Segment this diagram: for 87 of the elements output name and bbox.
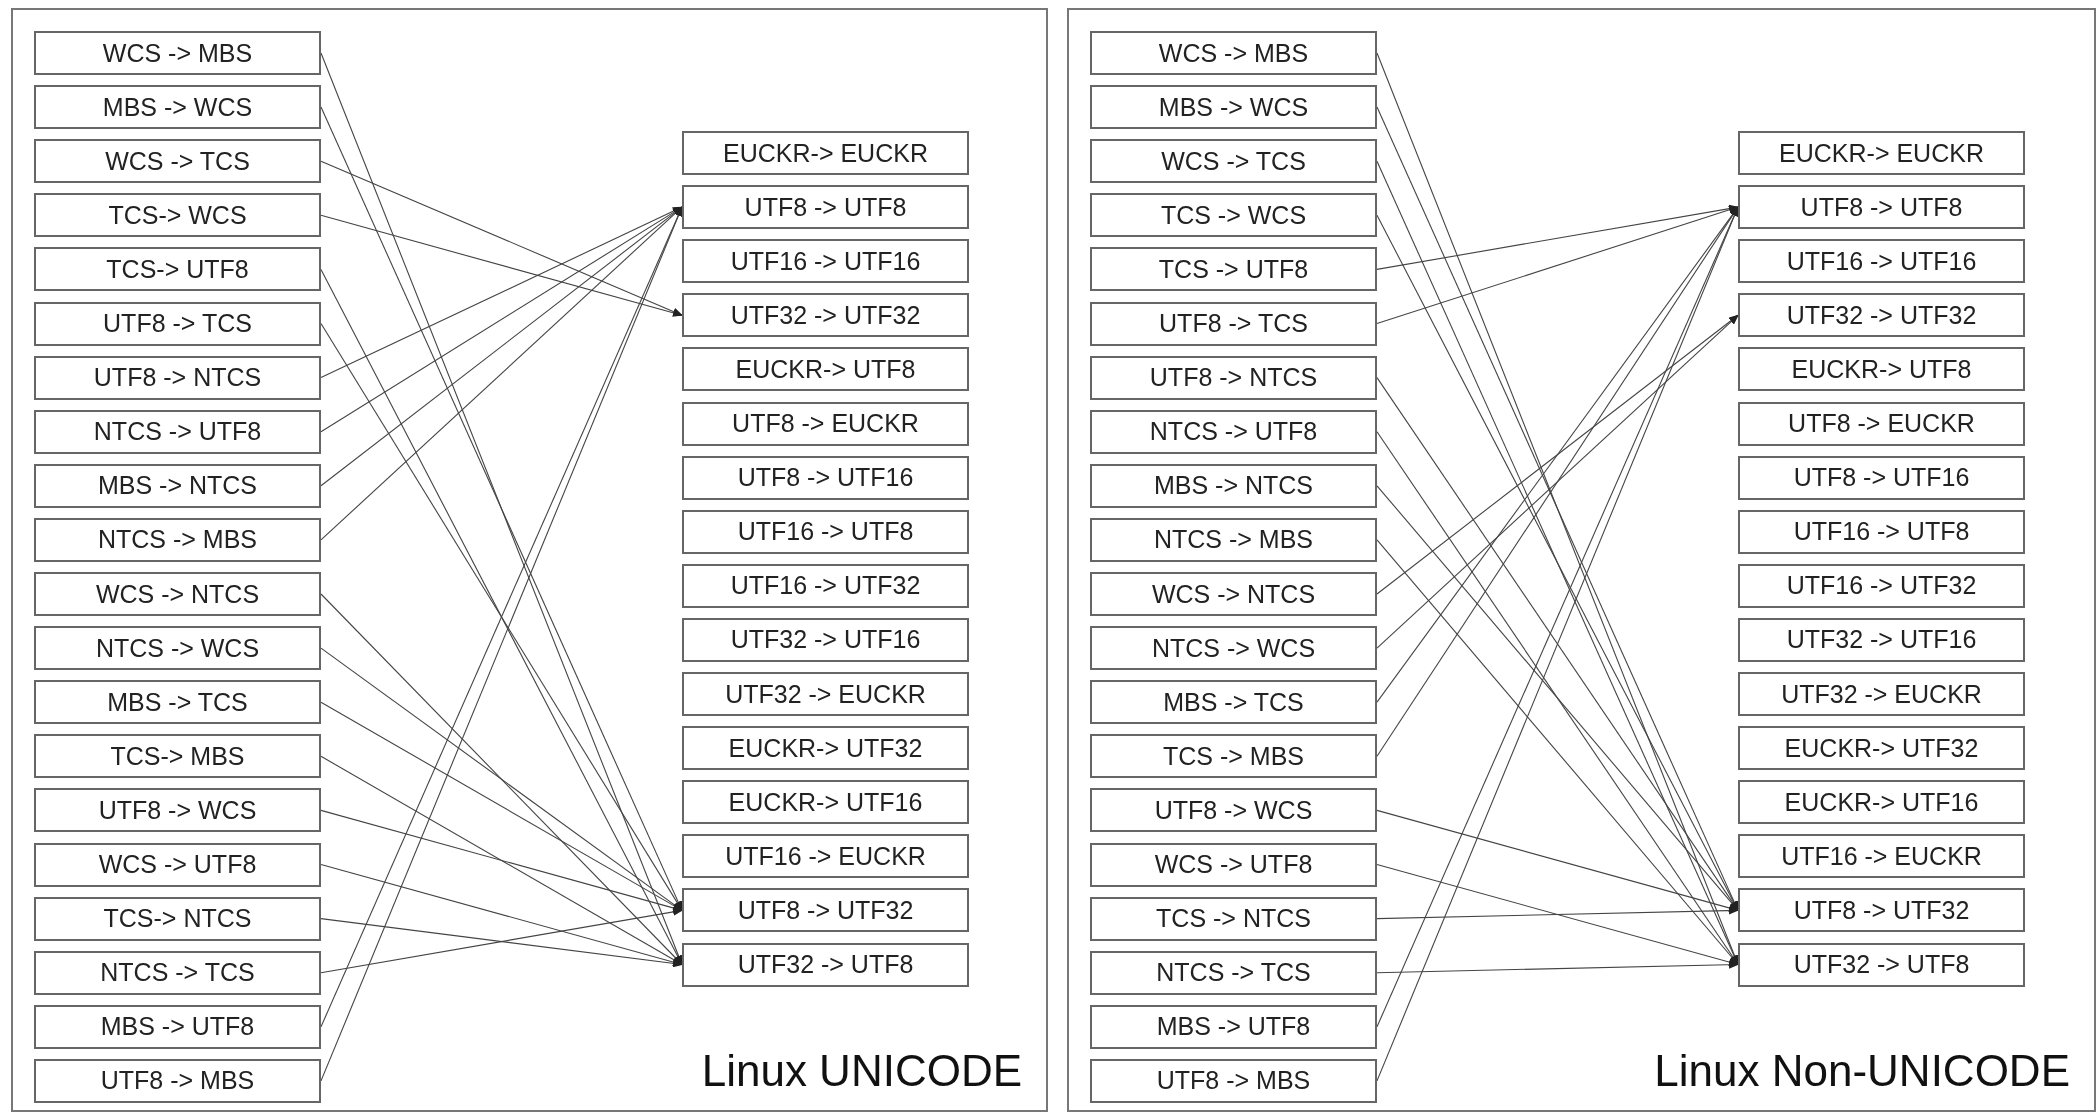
conversion-box: MBS -> UTF8	[1090, 1004, 1377, 1049]
conversion-box: UTF8 -> TCS	[1090, 301, 1377, 346]
conversion-box: WCS -> TCS	[34, 139, 321, 184]
conversion-box: UTF8 -> NTCS	[34, 355, 321, 400]
conversion-box: EUCKR-> UTF16	[1738, 780, 2025, 825]
conversion-box: UTF8 -> UTF8	[1738, 185, 2025, 230]
conversion-box: UTF8 -> NTCS	[1090, 355, 1377, 400]
arrow	[1376, 314, 1739, 649]
conversion-box: EUCKR-> UTF32	[1738, 726, 2025, 771]
arrow	[320, 160, 683, 316]
conversion-box: TCS-> MBS	[34, 734, 321, 779]
conversion-box: TCS -> WCS	[1090, 193, 1377, 238]
panel-title: Linux Non-UNICODE	[1654, 1046, 2070, 1096]
conversion-box: UTF32 -> UTF8	[682, 942, 969, 987]
conversion-box: UTF8 -> UTF32	[682, 888, 969, 933]
conversion-box: NTCS -> WCS	[1090, 626, 1377, 671]
conversion-box: MBS -> UTF8	[34, 1004, 321, 1049]
panel-title: Linux UNICODE	[701, 1046, 1022, 1096]
conversion-box: NTCS -> TCS	[34, 950, 321, 995]
conversion-box: NTCS -> UTF8	[1090, 409, 1377, 454]
conversion-box: TCS -> MBS	[1090, 734, 1377, 779]
conversion-box: UTF8 -> UTF16	[1738, 455, 2025, 500]
arrow	[1376, 960, 1739, 974]
conversion-box: UTF32 -> EUCKR	[682, 672, 969, 716]
conversion-box: UTF16 -> UTF8	[682, 509, 969, 554]
conversion-box: UTF8 -> MBS	[1090, 1058, 1377, 1103]
conversion-box: EUCKR-> UTF16	[682, 780, 969, 825]
conversion-box: NTCS -> UTF8	[34, 409, 321, 454]
conversion-box: UTF8 -> MBS	[34, 1058, 321, 1103]
conversion-box: EUCKR-> UTF8	[1738, 347, 2025, 392]
conversion-box: NTCS -> WCS	[34, 626, 321, 671]
conversion-box: TCS -> NTCS	[1090, 896, 1377, 941]
conversion-box: UTF16 -> UTF32	[682, 563, 969, 608]
conversion-box: UTF8 -> UTF16	[682, 455, 969, 500]
conversion-box: TCS-> NTCS	[34, 896, 321, 941]
arrow	[1376, 906, 1739, 920]
conversion-box: WCS -> TCS	[1090, 139, 1377, 184]
conversion-box: EUCKR-> UTF32	[682, 726, 969, 771]
conversion-box: UTF32 -> UTF32	[682, 293, 969, 338]
conversion-box: UTF32 -> EUCKR	[1738, 672, 2025, 716]
conversion-box: MBS -> TCS	[1090, 680, 1377, 725]
conversion-box: MBS -> NTCS	[34, 463, 321, 508]
arrow	[1376, 206, 1739, 325]
conversion-box: WCS -> UTF8	[1090, 842, 1377, 887]
conversion-box: UTF8 -> WCS	[34, 788, 321, 833]
arrow	[1376, 863, 1739, 966]
conversion-box: UTF16 -> UTF16	[1738, 239, 2025, 284]
conversion-box: TCS -> UTF8	[1090, 247, 1377, 292]
conversion-box: UTF8 -> EUCKR	[682, 401, 969, 446]
conversion-box: UTF32 -> UTF16	[1738, 617, 2025, 662]
panel	[11, 8, 1048, 1112]
conversion-box: WCS -> UTF8	[34, 842, 321, 887]
conversion-box: MBS -> NTCS	[1090, 463, 1377, 508]
conversion-box: UTF8 -> EUCKR	[1738, 401, 2025, 446]
conversion-box: UTF16 -> EUCKR	[682, 834, 969, 879]
arrow	[320, 863, 683, 966]
conversion-box: UTF8 -> UTF8	[682, 185, 969, 230]
panel	[1067, 8, 2096, 1112]
conversion-box: TCS-> UTF8	[34, 247, 321, 292]
conversion-box: NTCS -> MBS	[1090, 517, 1377, 562]
conversion-box: MBS -> TCS	[34, 680, 321, 725]
conversion-box: UTF16 -> UTF8	[1738, 509, 2025, 554]
arrow	[1376, 204, 1739, 270]
conversion-box: EUCKR-> EUCKR	[682, 131, 969, 175]
arrow	[320, 918, 683, 968]
conversion-box: UTF8 -> TCS	[34, 301, 321, 346]
conversion-box: WCS -> MBS	[1090, 31, 1377, 75]
conversion-box: WCS -> MBS	[34, 31, 321, 75]
conversion-box: NTCS -> MBS	[34, 517, 321, 562]
conversion-box: UTF16 -> UTF32	[1738, 563, 2025, 608]
conversion-box: UTF32 -> UTF32	[1738, 293, 2025, 338]
conversion-box: MBS -> WCS	[34, 85, 321, 130]
conversion-box: UTF32 -> UTF16	[682, 617, 969, 662]
conversion-box: EUCKR-> EUCKR	[1738, 131, 2025, 175]
conversion-box: UTF8 -> WCS	[1090, 788, 1377, 833]
conversion-box: WCS -> NTCS	[34, 572, 321, 616]
conversion-box: MBS -> WCS	[1090, 85, 1377, 130]
conversion-box: UTF8 -> UTF32	[1738, 888, 2025, 933]
conversion-box: EUCKR-> UTF8	[682, 347, 969, 392]
conversion-box: WCS -> NTCS	[1090, 572, 1377, 616]
conversion-box: NTCS -> TCS	[1090, 950, 1377, 995]
conversion-box: TCS-> WCS	[34, 193, 321, 238]
conversion-box: UTF32 -> UTF8	[1738, 942, 2025, 987]
arrow	[320, 908, 683, 974]
arrow	[320, 214, 683, 317]
conversion-box: UTF16 -> EUCKR	[1738, 834, 2025, 879]
conversion-box: UTF16 -> UTF16	[682, 239, 969, 284]
